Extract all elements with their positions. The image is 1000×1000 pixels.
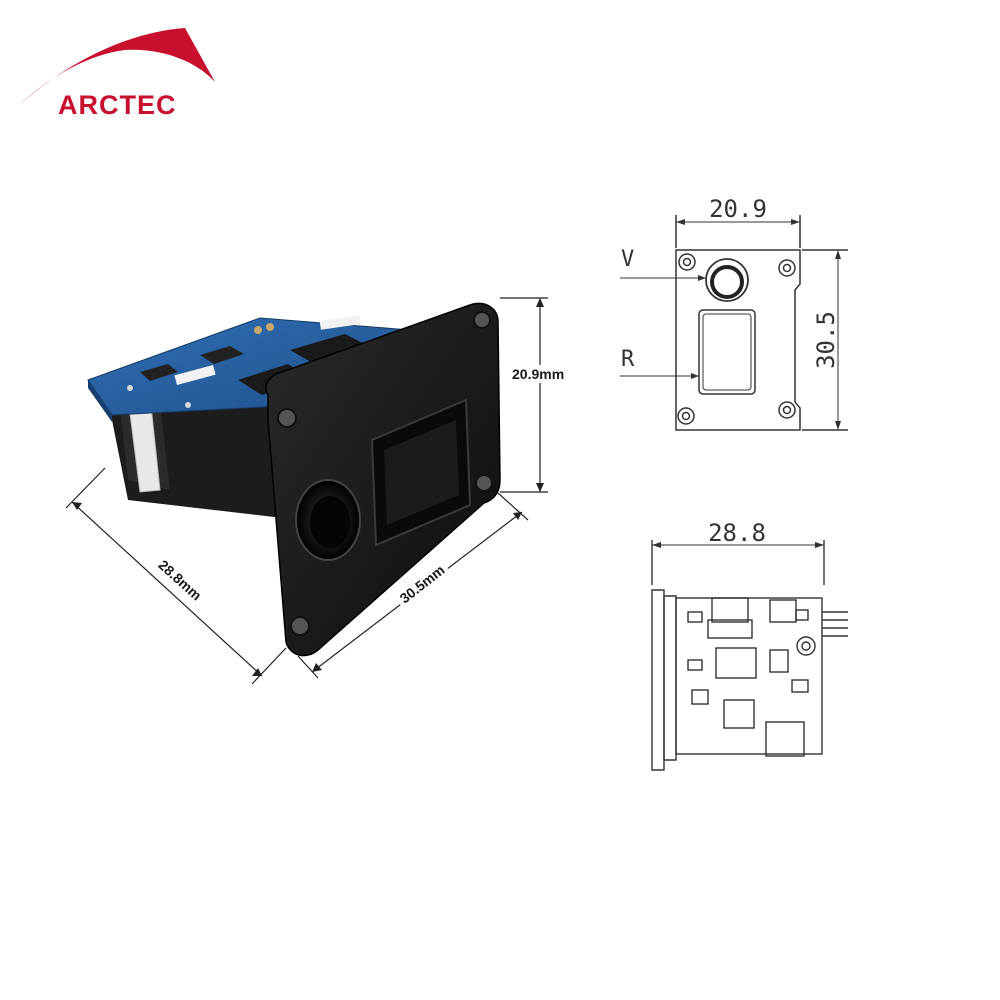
pcb-chip [290, 334, 372, 366]
side-component [715, 647, 757, 679]
front-view-drawing [620, 215, 848, 431]
receiver-window-outline [698, 309, 756, 395]
side-component [687, 659, 703, 671]
side-component [723, 699, 755, 729]
side-component [769, 649, 789, 673]
side-component [691, 689, 709, 705]
side-view-arrow-icon [652, 542, 824, 548]
emitter-lens-icon [710, 265, 744, 299]
mount-hole-icon [678, 253, 696, 271]
pcb-chip [140, 364, 178, 381]
pcb-connector [174, 364, 216, 386]
mount-hole-icon [681, 411, 691, 421]
side-component [769, 599, 797, 623]
front-view-arrow-icon [676, 219, 841, 430]
pcb-component [127, 385, 133, 391]
brand-name: ARCTEC [58, 90, 177, 120]
label-r: R [621, 347, 635, 372]
side-front-plate [651, 589, 665, 771]
side-view-drawing [651, 540, 848, 771]
side-component [707, 619, 753, 639]
side-front-plate-inner [663, 595, 677, 761]
mount-hole-icon [682, 257, 692, 267]
dimension-arrow-icon [72, 298, 544, 676]
pcb-component [266, 323, 274, 331]
mount-hole-icon [778, 401, 796, 419]
side-component [801, 641, 811, 651]
side-pcb-body [675, 597, 823, 755]
mount-hole-icon [782, 405, 792, 415]
front-view-outline [675, 249, 801, 431]
side-component [796, 636, 816, 656]
front-height-value: 30.5 [812, 311, 840, 369]
screw-hole-icon [473, 311, 491, 329]
mount-hole-icon [677, 407, 695, 425]
label-v: V [621, 247, 634, 272]
mount-hole-icon [782, 263, 792, 273]
pcb-component [254, 326, 262, 334]
pcb-chip [200, 346, 244, 364]
screw-hole-icon [277, 408, 297, 428]
photo-height-label: 20.9mm [508, 365, 569, 383]
side-component [687, 611, 703, 623]
side-depth-value: 28.8 [708, 519, 766, 547]
pcb-board-edge [88, 380, 112, 422]
lens-inner [310, 496, 350, 548]
product-photo [65, 297, 548, 685]
emitter-lens-icon [705, 258, 749, 302]
pcb-connector [319, 315, 361, 330]
pcb-component [185, 402, 191, 408]
side-component [711, 597, 749, 623]
side-component [795, 609, 809, 621]
side-component [765, 721, 805, 757]
brand-logo: ARCTEC [18, 28, 215, 120]
receiver-window-inner-outline [702, 313, 752, 391]
mount-hole-icon [778, 259, 796, 277]
receiver-window-inner [384, 420, 459, 525]
screw-hole-icon [290, 616, 310, 636]
front-width-value: 20.9 [709, 195, 767, 223]
brand-swoosh-icon [18, 28, 215, 106]
screw-hole-icon [475, 474, 493, 492]
side-component [791, 679, 809, 693]
